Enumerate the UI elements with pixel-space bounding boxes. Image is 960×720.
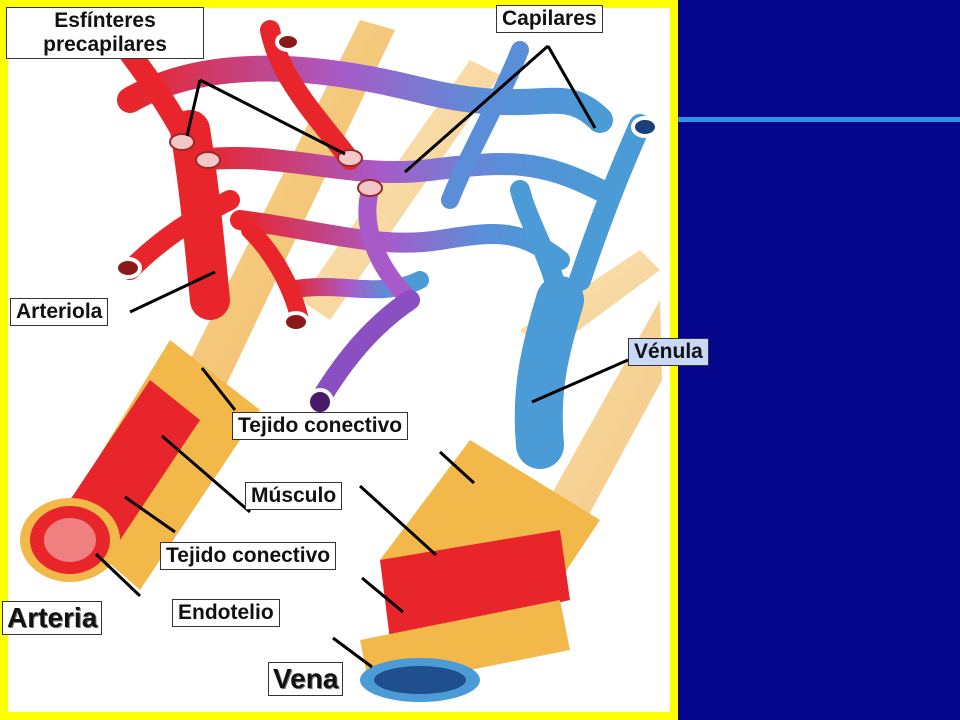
label-esfinteres-line2: precapilares [43, 33, 167, 56]
venule [514, 276, 584, 469]
vessel-openings [114, 32, 659, 416]
label-esfinteres-precapilares: Esfínteres precapilares [6, 7, 204, 59]
label-musculo: Músculo [245, 482, 343, 510]
label-arteria: Arteria [2, 601, 103, 635]
label-vena: Vena [268, 662, 344, 696]
vein [360, 440, 600, 702]
label-venula: Vénula [628, 338, 709, 366]
label-endotelio: Endotelio [172, 599, 280, 627]
label-esfinteres-line1: Esfínteres [54, 9, 156, 32]
right-blue-panel [678, 0, 960, 720]
label-capilares: Capilares [496, 5, 603, 33]
artery [20, 340, 260, 590]
label-arteriola: Arteriola [10, 298, 109, 326]
label-tejido-conectivo-2: Tejido conectivo [160, 542, 337, 570]
accent-line [678, 117, 960, 122]
label-tejido-conectivo-1: Tejido conectivo [232, 412, 409, 440]
blood-vessel-illustration [20, 20, 662, 702]
arteriole [170, 110, 230, 320]
leader-lines [94, 44, 629, 669]
